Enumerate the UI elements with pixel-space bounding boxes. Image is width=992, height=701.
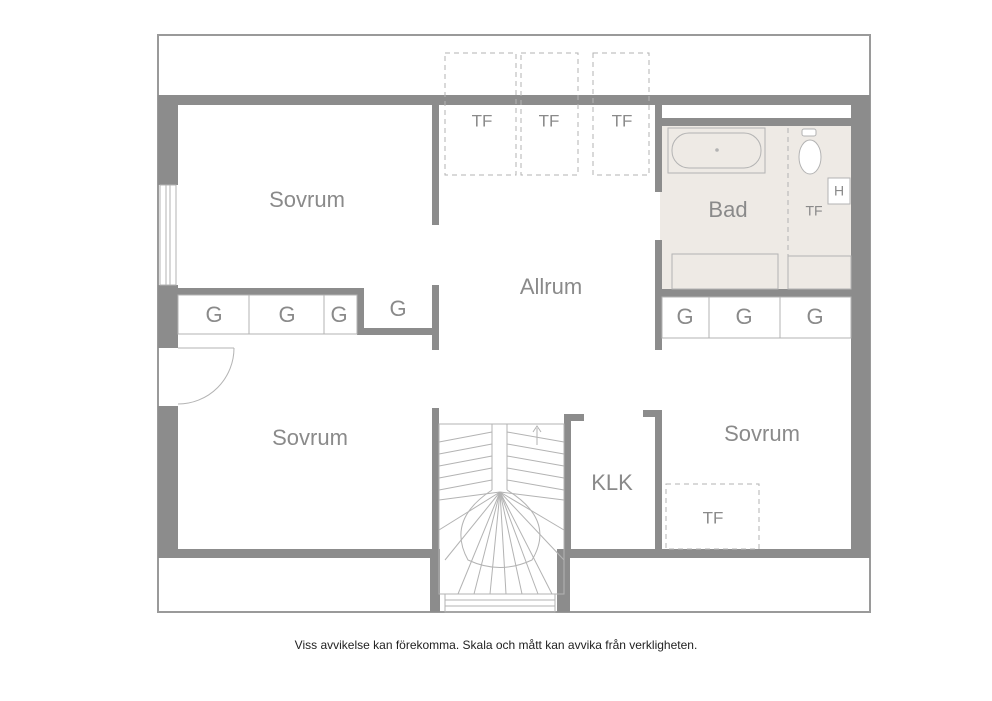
stair-tread (506, 455, 565, 467)
bathtub (667, 127, 766, 174)
heater-box (827, 177, 851, 205)
disclaimer-text: Viss avvikelse kan förekomma. Skala och … (294, 638, 698, 652)
stair-tread (506, 467, 565, 479)
stair-tread (473, 491, 501, 595)
wardrobe-label-4: G (389, 296, 406, 321)
stair-tread (438, 443, 493, 455)
door-swing-left (177, 347, 235, 405)
stair-tread (499, 491, 539, 595)
stair-tread (499, 491, 523, 595)
room-label-klk: KLK (591, 470, 633, 495)
walls (158, 95, 870, 612)
wardrobe-label-1: G (205, 302, 222, 327)
bathroom-counter (671, 253, 779, 290)
stair-tread (438, 467, 493, 479)
room-label-sovrum-bottom-left: Sovrum (272, 425, 348, 450)
stair-tread (438, 479, 493, 491)
stair-tread (438, 455, 493, 467)
room-label-allrum: Allrum (520, 274, 582, 299)
storage-label-tf-2: TF (539, 111, 560, 130)
wardrobes-left (177, 294, 358, 335)
toilet-icon (798, 128, 822, 175)
stair-tread (444, 491, 501, 561)
skylights-top (444, 52, 650, 176)
stair-tread (499, 491, 507, 595)
storage-label-tf-3: TF (612, 111, 633, 130)
stair-tread (499, 491, 565, 561)
stair-tread (457, 491, 501, 595)
storage-label-tf-1: TF (472, 111, 493, 130)
stair-tread (506, 431, 565, 443)
stair-tread (499, 491, 565, 531)
heater-label: H (834, 183, 844, 199)
stair-tread (506, 479, 565, 491)
storage-label-tf-bottom: TF (703, 508, 724, 527)
stair-tread (499, 491, 565, 501)
wardrobe-label-6: G (735, 304, 752, 329)
stair-tread (506, 443, 565, 455)
stair-tread (489, 491, 501, 595)
bathroom-floor (660, 126, 852, 291)
storage-label-tf-bathroom: TF (805, 203, 822, 219)
window-left (159, 184, 177, 286)
stair-tread (438, 491, 501, 501)
wardrobes-right (661, 296, 852, 339)
wardrobe-label-5: G (676, 304, 693, 329)
room-label-sovrum-bottom-right: Sovrum (724, 421, 800, 446)
stair-tread (438, 431, 493, 443)
bathroom-cabinet (787, 255, 852, 290)
storage-bottom-right (665, 483, 760, 550)
stair-tread (438, 491, 501, 531)
stair-tread (499, 491, 553, 595)
room-label-bad: Bad (708, 197, 747, 222)
wardrobe-label-3: G (330, 302, 347, 327)
wardrobe-label-7: G (806, 304, 823, 329)
room-label-sovrum-top-left: Sovrum (269, 187, 345, 212)
wardrobe-label-2: G (278, 302, 295, 327)
staircase (438, 423, 565, 613)
